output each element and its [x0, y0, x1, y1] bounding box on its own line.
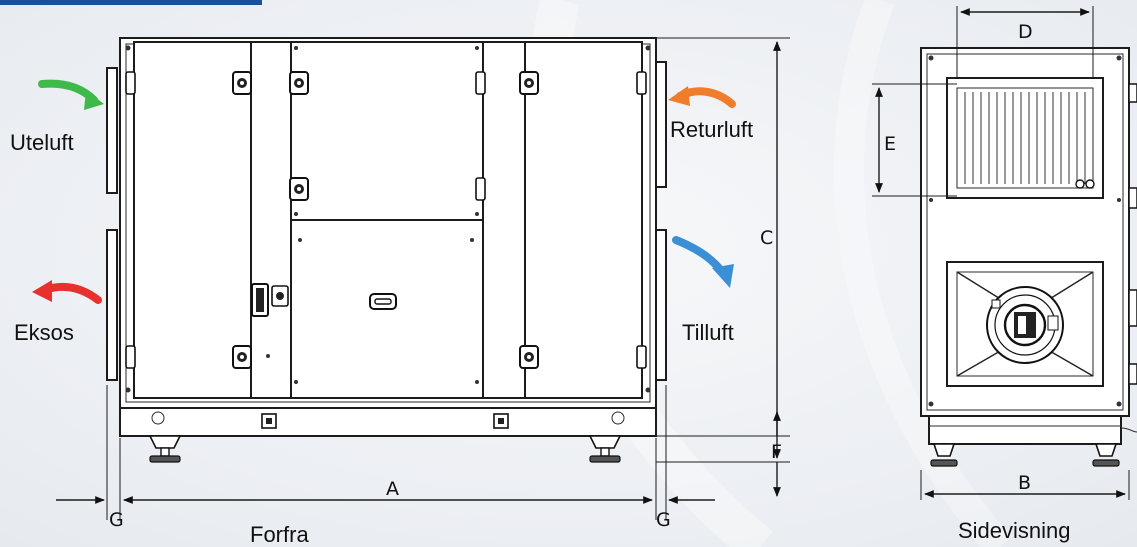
panel-post-right	[482, 41, 526, 399]
dim-label-d: D	[1018, 21, 1033, 43]
side-dimensions: D E B	[872, 6, 1130, 500]
side-view-unit	[920, 47, 1137, 467]
flange-outdoor-air	[106, 67, 118, 194]
dim-label-c: C	[760, 227, 773, 249]
dim-label-b: B	[1018, 472, 1031, 494]
door-left	[133, 41, 252, 399]
label-outdoor-air: Uteluft	[10, 130, 74, 155]
label-supply-air: Tilluft	[682, 320, 734, 345]
dim-label-e: E	[884, 133, 896, 155]
adjustable-foot-left	[148, 435, 182, 463]
caption-side-view: Sidevisning	[958, 518, 1071, 543]
base-frame-side	[928, 415, 1122, 445]
label-exhaust: Eksos	[14, 320, 74, 345]
flange-return-air	[655, 61, 667, 188]
dim-label-a: A	[386, 478, 399, 500]
front-dimensions: A G G C F	[56, 37, 790, 531]
door-upper-center	[290, 41, 484, 221]
base-frame	[119, 407, 657, 437]
door-handle-icon	[369, 293, 397, 310]
panel-post-left	[250, 41, 292, 399]
caption-front-view: Forfra	[250, 522, 309, 547]
adjustable-foot-right	[588, 435, 622, 463]
door-latch-icons	[232, 71, 539, 369]
front-view-unit	[106, 37, 667, 463]
flange-exhaust	[106, 229, 118, 381]
dim-label-g-left: G	[109, 509, 124, 531]
dim-label-f: F	[771, 441, 782, 463]
flange-supply-air	[655, 229, 667, 381]
label-return-air: Returluft	[670, 117, 753, 142]
dim-label-g-right: G	[656, 509, 671, 531]
door-right	[524, 41, 643, 399]
header-accent-bar	[0, 0, 262, 5]
